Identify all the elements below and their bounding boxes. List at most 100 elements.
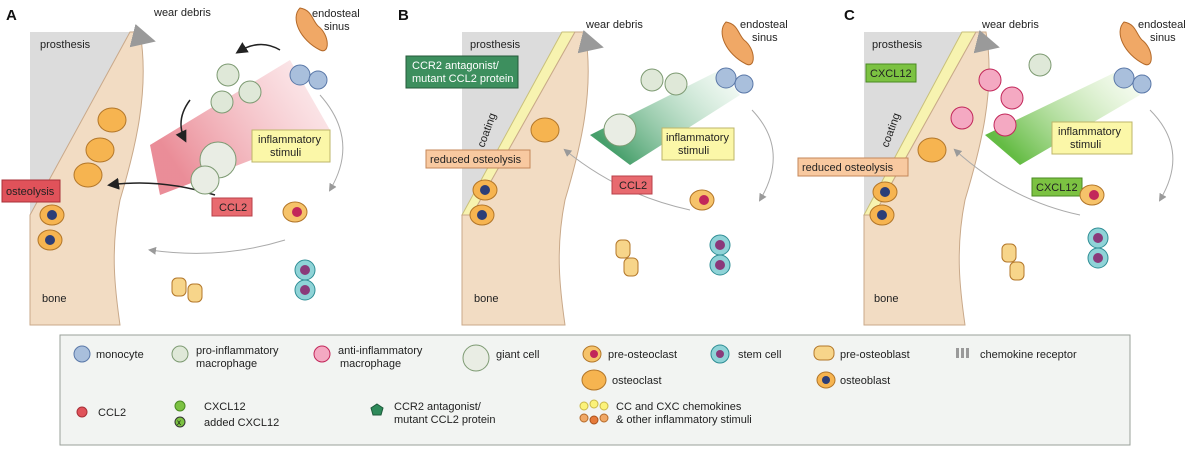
anti-inflammatory-macrophage — [1000, 86, 1024, 110]
endosteal-sinus-shape — [295, 7, 328, 52]
osteoclast — [85, 137, 115, 163]
panel-letter-c: C — [844, 7, 855, 24]
pre-osteoblast — [615, 239, 631, 259]
wear-debris-label: wear debris — [585, 19, 643, 31]
endosteal-sinus-shape — [721, 21, 754, 66]
wear-debris-label: wear debris — [981, 19, 1039, 31]
pre-osteoblast — [187, 283, 203, 303]
pro-inflammatory-macrophage — [640, 68, 664, 92]
debris-arrow — [129, 23, 156, 48]
ccl2-label: CCL2 — [619, 180, 647, 192]
stem-cell-nucleus — [715, 260, 725, 270]
pro-inflammatory-macrophage — [216, 63, 240, 87]
osteoclast — [917, 137, 947, 163]
circulation-arrow-1 — [751, 109, 774, 202]
cxcl12-top-box — [865, 63, 917, 83]
pre-osteoclast-icon-nucleus — [590, 350, 598, 358]
antagonist-label-2: mutant CCL2 protein — [412, 73, 514, 85]
ccl2-dot-icon — [76, 406, 88, 418]
osteoblast-nucleus — [47, 210, 57, 220]
cxcl12-mid-label: CXCL12 — [1036, 182, 1078, 194]
osteoblast-nucleus — [480, 185, 490, 195]
pre-osteoclast-nucleus — [1089, 190, 1099, 200]
bone-label: bone — [42, 293, 66, 305]
ccl2-box — [611, 175, 653, 195]
ccl2-box — [211, 197, 253, 217]
stem-cell-nucleus — [715, 240, 725, 250]
sinus-label: sinus — [752, 32, 778, 44]
circulation-arrow-2 — [148, 239, 286, 255]
giant-cell — [603, 113, 637, 147]
legend-cxcl12: CXCL12 — [204, 401, 246, 413]
inflammatory-box — [661, 127, 735, 161]
chemokines-dots-icon — [579, 399, 609, 425]
monocyte-icon — [73, 345, 91, 363]
stimuli-label: stimuli — [678, 145, 709, 157]
endosteal-label: endosteal — [740, 19, 788, 31]
chemokine-receptor-icon — [956, 348, 969, 358]
pro-inflammatory-macrophage — [1028, 53, 1052, 77]
inflammatory-label: inflammatory — [258, 134, 321, 146]
osteoclast — [97, 107, 127, 133]
legend-anti-macrophage-2: macrophage — [340, 358, 401, 370]
pre-osteoclast-nucleus — [292, 207, 302, 217]
anti-inflammatory-macrophage — [950, 106, 974, 130]
ccl2-label: CCL2 — [219, 202, 247, 214]
pro-inflammatory-macrophage-icon — [171, 345, 189, 363]
endosteal-sinus-shape — [1119, 21, 1152, 66]
circulation-arrow-1 — [319, 94, 344, 192]
panel-c: C prosthesis wear debris endosteal sinus… — [797, 7, 1186, 326]
monocyte — [1132, 74, 1152, 94]
legend-antagonist-1: CCR2 antagonist/ — [394, 401, 482, 413]
pre-osteoblast — [623, 257, 639, 277]
stem-cell-icon-nucleus — [716, 350, 724, 358]
bone-shape — [461, 31, 589, 326]
prosthesis-label: prosthesis — [40, 39, 91, 51]
pre-osteoblast-icon — [813, 345, 835, 361]
legend-pro-macrophage-1: pro-inflammatory — [196, 345, 279, 357]
monocyte — [715, 67, 737, 89]
legend: monocyte pro-inflammatory macrophage ant… — [59, 334, 1131, 446]
bone-shape — [863, 31, 990, 326]
recruit-arrow — [235, 42, 281, 54]
debris-arrow — [577, 29, 604, 54]
antagonist-label-1: CCR2 antagonist/ — [412, 60, 500, 72]
reduced-osteolysis-label: reduced osteolysis — [802, 162, 894, 174]
added-cxcl12-dot-icon — [174, 416, 186, 428]
panel-letter-a: A — [6, 7, 17, 24]
inflammatory-box — [251, 129, 331, 163]
legend-pro-macrophage-2: macrophage — [196, 358, 257, 370]
panel-b: B prosthesis wear debris endosteal sinus… — [398, 7, 788, 326]
circulation-arrow-2 — [953, 148, 1081, 216]
osteoblast-nucleus — [877, 210, 887, 220]
prosthesis-label: prosthesis — [470, 39, 521, 51]
endosteal-label: endosteal — [1138, 19, 1186, 31]
stem-cell-nucleus — [300, 265, 310, 275]
stimuli-label: stimuli — [1070, 139, 1101, 151]
stimuli-label: stimuli — [270, 147, 301, 159]
cxcl12-mid-box — [1031, 177, 1083, 197]
stem-cell-nucleus — [1093, 233, 1103, 243]
pro-inflammatory-macrophage — [238, 80, 262, 104]
legend-chemokines-1: CC and CXC chemokines — [616, 401, 742, 413]
circulation-arrow-1 — [1149, 109, 1174, 202]
endosteal-label: endosteal — [312, 8, 360, 20]
pre-osteoclast-nucleus — [699, 195, 709, 205]
osteolysis-label: osteolysis — [6, 186, 55, 198]
inflammatory-gradient — [150, 60, 330, 195]
bone-label: bone — [474, 293, 498, 305]
bone-label: bone — [874, 293, 898, 305]
reduced-osteolysis-box — [425, 149, 531, 169]
osteoblast-nucleus — [45, 235, 55, 245]
legend-giant-cell: giant cell — [496, 349, 539, 361]
cxcl12-top-label: CXCL12 — [870, 68, 912, 80]
anti-inflammatory-macrophage — [993, 113, 1017, 137]
legend-anti-macrophage-1: anti-inflammatory — [338, 345, 423, 357]
monocyte — [289, 64, 311, 86]
legend-monocyte: monocyte — [96, 349, 144, 361]
legend-pre-osteoblast: pre-osteoblast — [840, 349, 910, 361]
anti-inflammatory-macrophage-icon — [313, 345, 331, 363]
legend-chemokines-2: & other inflammatory stimuli — [616, 414, 752, 426]
osteoblast-icon-nucleus — [822, 376, 830, 384]
legend-stem-cell: stem cell — [738, 349, 781, 361]
